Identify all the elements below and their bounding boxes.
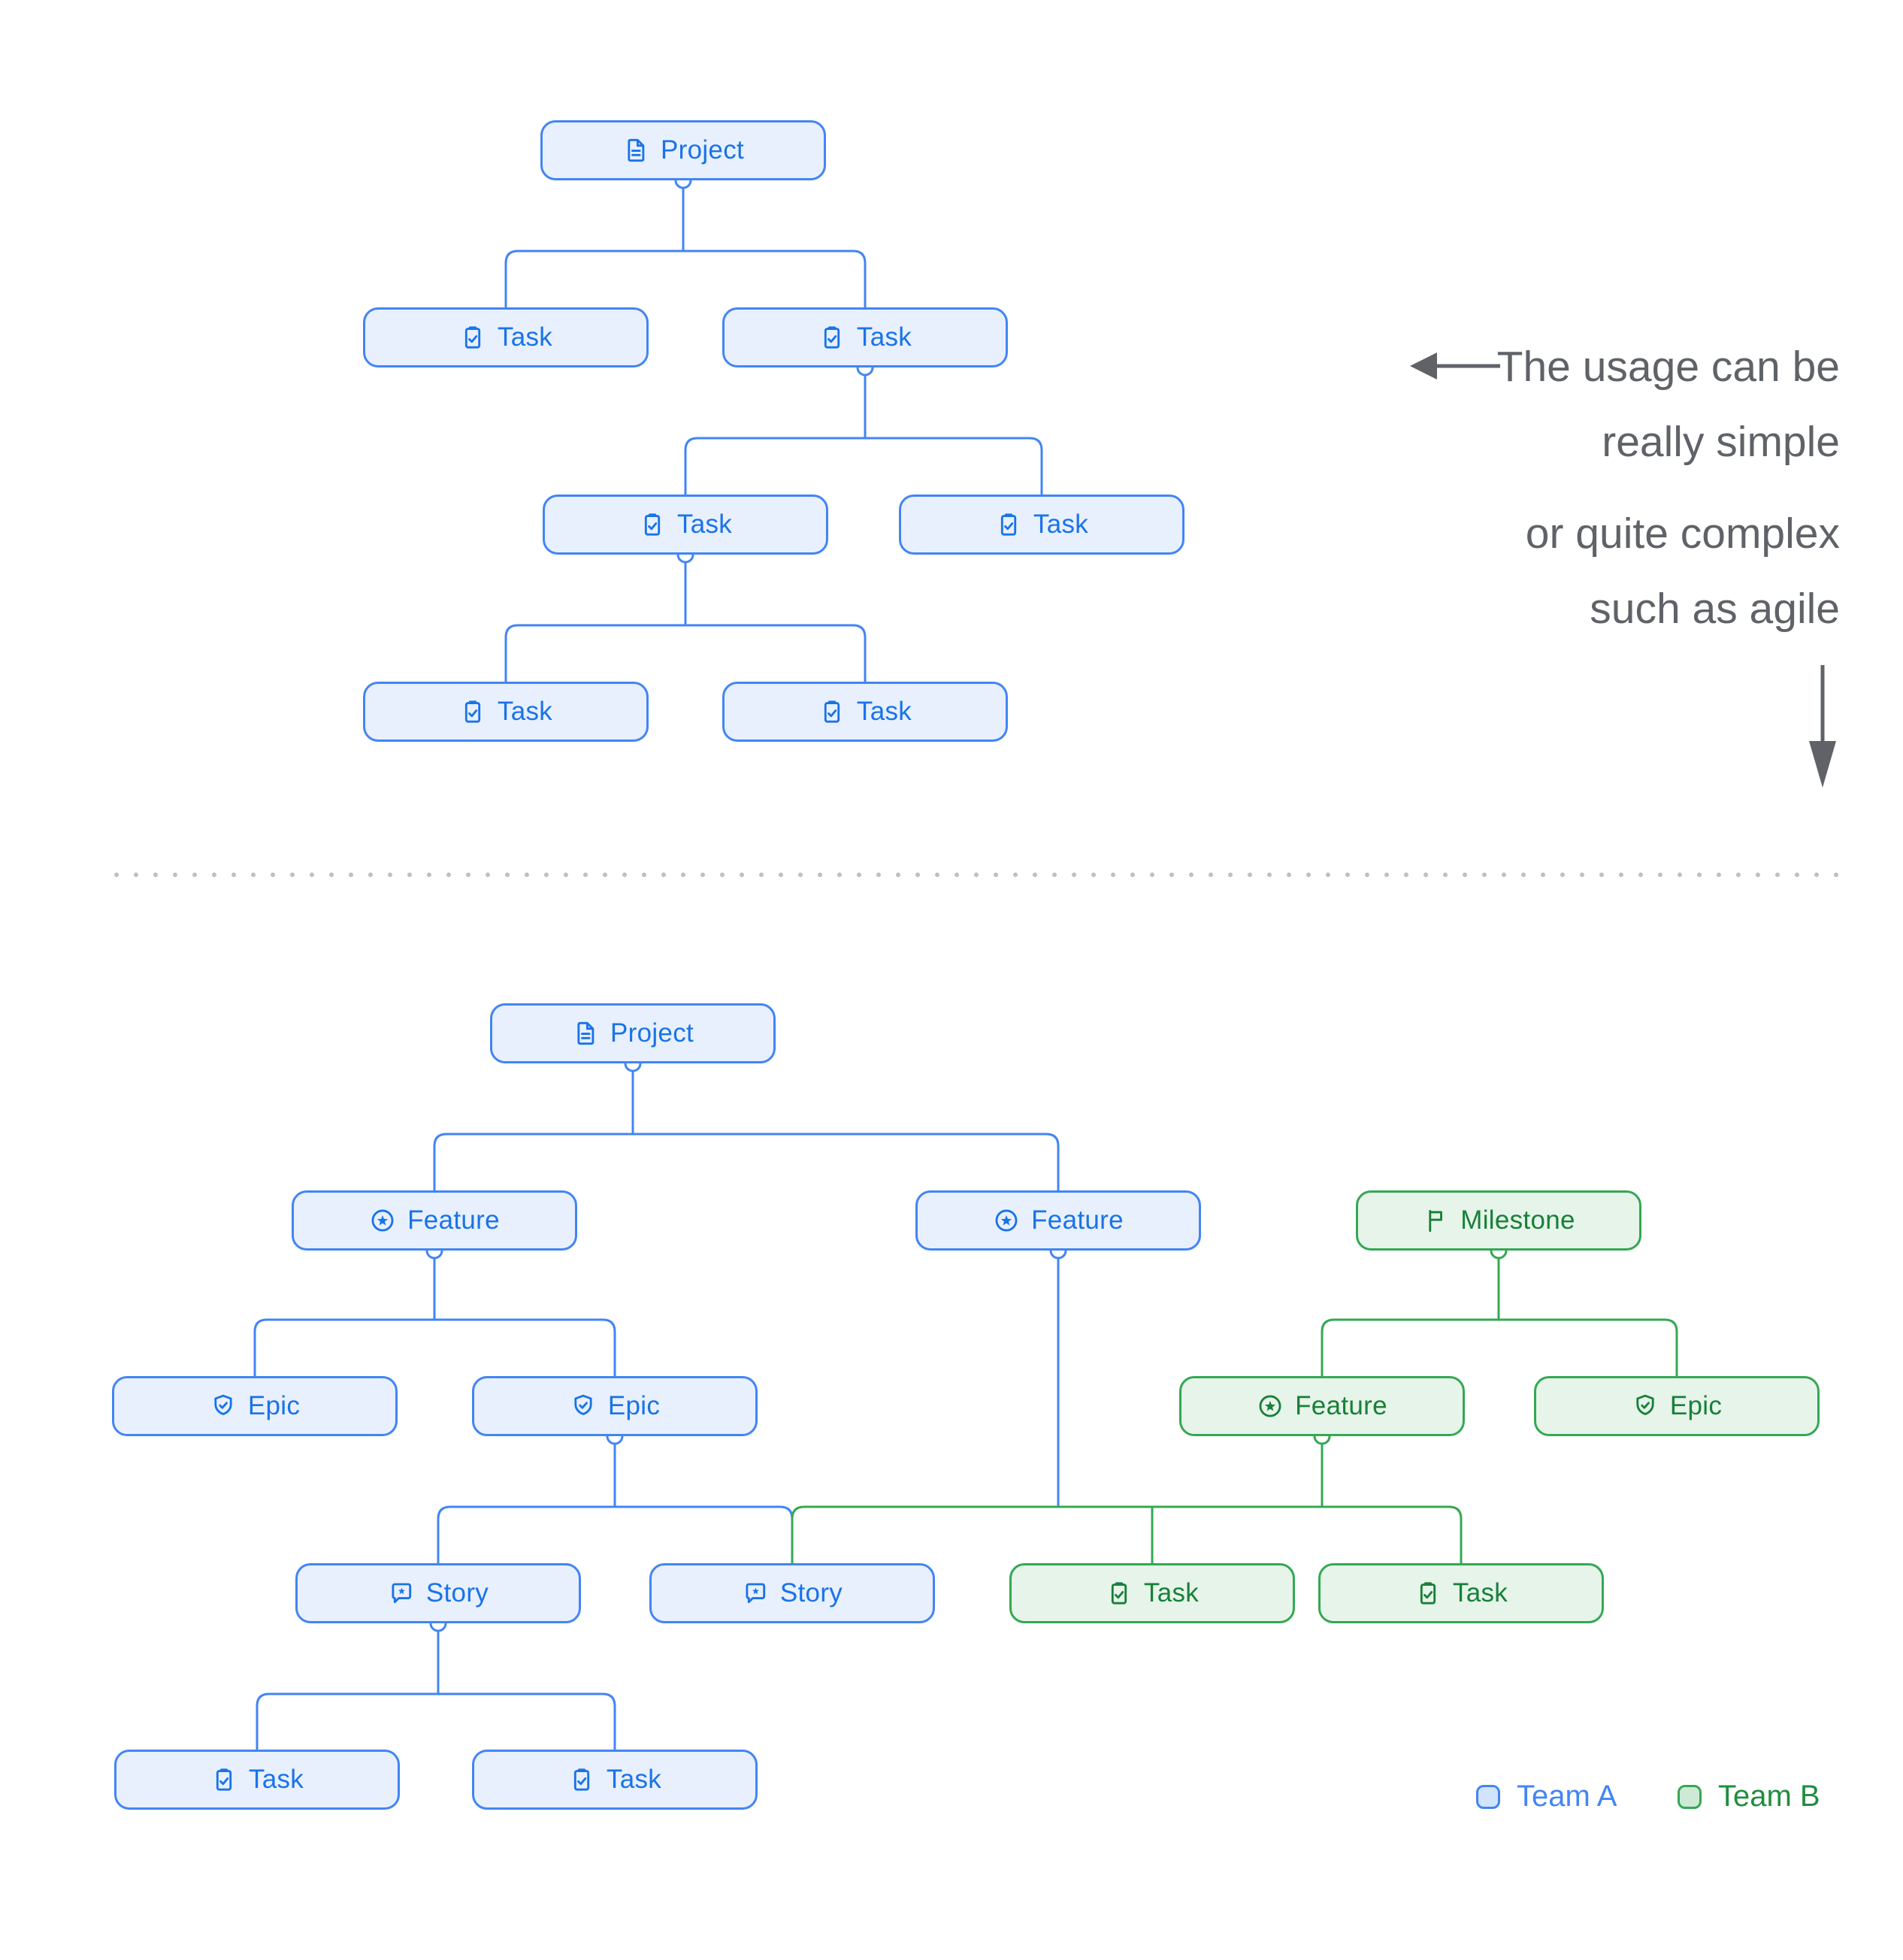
legend-team-b: Team B xyxy=(1678,1780,1820,1813)
clipboard-check-icon xyxy=(818,698,846,725)
shield-check-icon xyxy=(570,1393,597,1420)
node-label: Task xyxy=(856,322,912,352)
document-icon xyxy=(622,137,649,164)
dotted-divider xyxy=(107,873,1843,877)
node-feature-2: Feature xyxy=(915,1190,1201,1251)
star-circle-icon xyxy=(993,1207,1020,1234)
node-task-6: Task xyxy=(722,682,1008,742)
node-task-blue-1: Task xyxy=(114,1750,400,1810)
node-label: Task xyxy=(497,322,553,352)
clipboard-check-icon xyxy=(568,1766,595,1793)
legend-team-b-label: Team B xyxy=(1718,1780,1820,1813)
node-task-3: Task xyxy=(543,495,828,555)
node-label: Project xyxy=(660,135,745,165)
node-label: Task xyxy=(606,1765,662,1794)
story-bubble-star-icon xyxy=(388,1580,415,1607)
node-label: Epic xyxy=(1669,1391,1723,1420)
node-label: Epic xyxy=(607,1391,661,1420)
shield-check-icon xyxy=(210,1393,237,1420)
team-a-swatch-icon xyxy=(1476,1784,1500,1809)
star-circle-icon xyxy=(1257,1393,1284,1420)
node-label: Story xyxy=(779,1578,843,1608)
node-label: Task xyxy=(248,1765,304,1794)
node-label: Task xyxy=(676,510,733,539)
star-circle-icon xyxy=(369,1207,396,1234)
clipboard-check-icon xyxy=(210,1766,237,1793)
document-icon xyxy=(572,1020,599,1047)
clipboard-check-icon xyxy=(818,324,846,351)
node-label: Task xyxy=(497,697,553,726)
clipboard-check-icon xyxy=(459,698,486,725)
annotation-text: The usage can be really simple or quite … xyxy=(1497,329,1840,646)
node-epic-1: Epic xyxy=(112,1376,398,1436)
node-task-2: Task xyxy=(722,307,1008,368)
node-epic-3: Epic xyxy=(1534,1376,1820,1436)
node-label: Epic xyxy=(247,1391,301,1420)
node-label: Task xyxy=(856,697,912,726)
node-project-complex: Project xyxy=(490,1003,776,1063)
annotation-line-4: such as agile xyxy=(1590,585,1840,633)
node-task-1: Task xyxy=(363,307,649,368)
node-label: Task xyxy=(1452,1578,1508,1608)
node-task-blue-2: Task xyxy=(472,1750,758,1810)
node-feature-1: Feature xyxy=(292,1190,577,1251)
team-b-swatch-icon xyxy=(1678,1784,1702,1809)
node-label: Feature xyxy=(1031,1205,1124,1235)
node-milestone: Milestone xyxy=(1356,1190,1641,1251)
node-label: Task xyxy=(1033,510,1089,539)
node-task-green-2: Task xyxy=(1318,1563,1604,1623)
node-task-4: Task xyxy=(899,495,1184,555)
node-story-2: Story xyxy=(649,1563,935,1623)
annotation-line-2: really simple xyxy=(1602,418,1840,466)
shield-check-icon xyxy=(1632,1393,1659,1420)
node-task-green-1: Task xyxy=(1009,1563,1295,1623)
clipboard-check-icon xyxy=(1106,1580,1133,1607)
node-label: Task xyxy=(1143,1578,1200,1608)
node-epic-2: Epic xyxy=(472,1376,758,1436)
node-task-5: Task xyxy=(363,682,649,742)
node-label: Milestone xyxy=(1460,1205,1575,1235)
clipboard-check-icon xyxy=(459,324,486,351)
node-label: Project xyxy=(610,1018,694,1048)
flag-icon xyxy=(1422,1207,1449,1234)
edges-team-a xyxy=(253,180,1060,1750)
down-arrow-icon xyxy=(1809,665,1836,788)
annotation-line-3: or quite complex xyxy=(1525,510,1840,558)
clipboard-check-icon xyxy=(1414,1580,1442,1607)
node-feature-3: Feature xyxy=(1179,1376,1465,1436)
legend-team-a-label: Team A xyxy=(1517,1780,1617,1813)
annotation-line-1: The usage can be xyxy=(1496,343,1840,391)
node-project-simple: Project xyxy=(540,120,826,180)
node-story-1: Story xyxy=(295,1563,581,1623)
node-label: Story xyxy=(425,1578,489,1608)
clipboard-check-icon xyxy=(995,511,1022,538)
legend-team-a: Team A xyxy=(1476,1780,1617,1813)
left-arrow-icon xyxy=(1410,352,1500,380)
story-bubble-star-icon xyxy=(742,1580,769,1607)
node-label: Feature xyxy=(407,1205,500,1235)
node-label: Feature xyxy=(1295,1391,1387,1420)
clipboard-check-icon xyxy=(639,511,666,538)
